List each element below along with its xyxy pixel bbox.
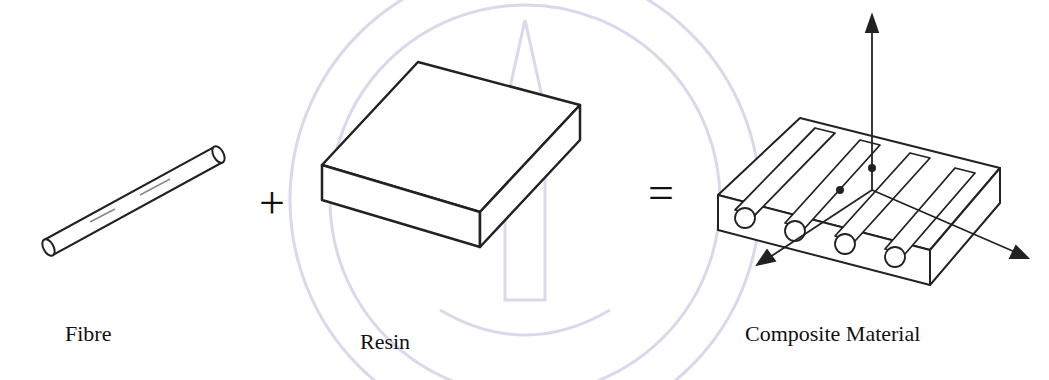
- plus-sign: +: [259, 178, 285, 229]
- watermark: [290, 0, 760, 380]
- composite-slab: [718, 118, 1000, 285]
- fibre-rod: [40, 144, 227, 258]
- axis-arrows: [757, 15, 1028, 265]
- part-label: Resin: [360, 330, 410, 354]
- equals-sign: =: [648, 168, 674, 219]
- part-label: Composite Material: [745, 322, 920, 346]
- resin-block: [322, 62, 580, 247]
- part-label: Fibre: [65, 322, 111, 346]
